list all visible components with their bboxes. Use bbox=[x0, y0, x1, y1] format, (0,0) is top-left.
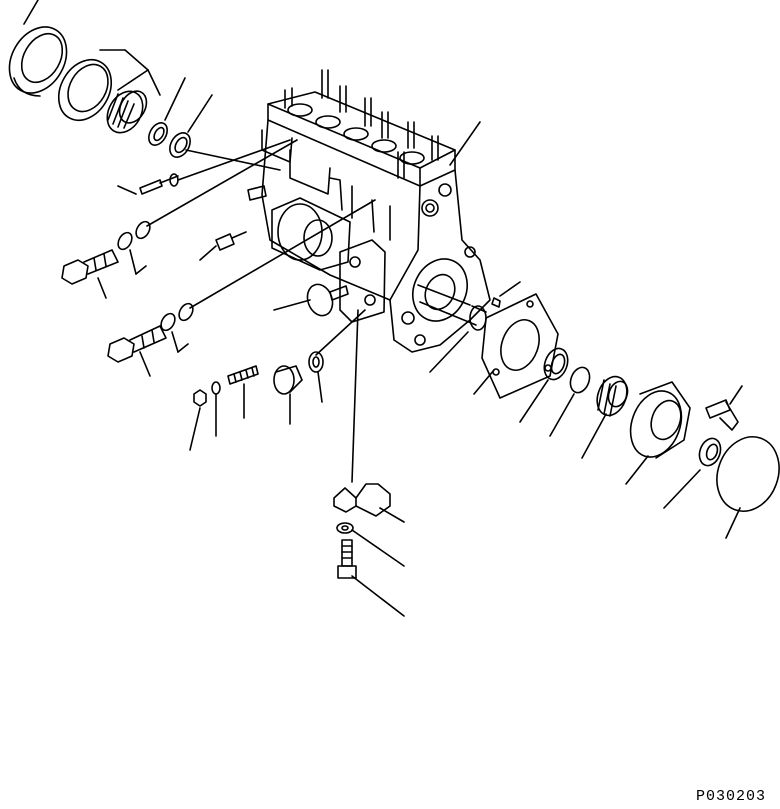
key bbox=[491, 297, 501, 308]
stud bbox=[227, 365, 259, 385]
washer-pair-upper bbox=[117, 220, 151, 251]
leader-lines-bottom bbox=[351, 507, 405, 617]
figure-code: P030203 bbox=[695, 788, 766, 805]
o-ring-large bbox=[716, 436, 780, 512]
drive-flange bbox=[629, 381, 691, 459]
hollow-bolt-lower bbox=[107, 325, 167, 363]
snap-ring bbox=[569, 366, 591, 394]
lock-washer bbox=[211, 381, 221, 395]
leader-lines-top-left bbox=[23, 0, 213, 133]
oil-seal-right bbox=[543, 347, 569, 381]
plug bbox=[273, 365, 303, 395]
camshaft-end bbox=[417, 284, 487, 331]
taper-bearing-right bbox=[596, 375, 629, 417]
washer-bracket bbox=[336, 522, 354, 534]
leader-lines-left bbox=[97, 139, 376, 451]
line-to-bracket bbox=[351, 309, 359, 483]
pump-housing bbox=[261, 69, 491, 353]
stud-short bbox=[329, 285, 349, 301]
bolt-short bbox=[247, 185, 267, 201]
hollow-bolt-upper bbox=[61, 249, 119, 285]
washer-small-upper bbox=[169, 173, 179, 187]
spacer-washer bbox=[148, 122, 168, 146]
nut bbox=[193, 389, 207, 407]
gasket-washer bbox=[308, 351, 324, 373]
flange-bolt bbox=[705, 399, 739, 431]
bearing-outer-race bbox=[57, 59, 113, 121]
screw-small bbox=[215, 231, 247, 251]
leader-lines-right bbox=[429, 121, 743, 539]
washer-pair-lower bbox=[160, 302, 194, 332]
oil-seal-large bbox=[8, 26, 68, 97]
bushing bbox=[698, 437, 722, 467]
taper-roller-bearing bbox=[106, 90, 148, 134]
bracket-saddle bbox=[333, 483, 391, 517]
shim-ring bbox=[169, 132, 191, 158]
small-bolt-upper bbox=[139, 175, 179, 195]
cap-screw bbox=[337, 539, 357, 579]
